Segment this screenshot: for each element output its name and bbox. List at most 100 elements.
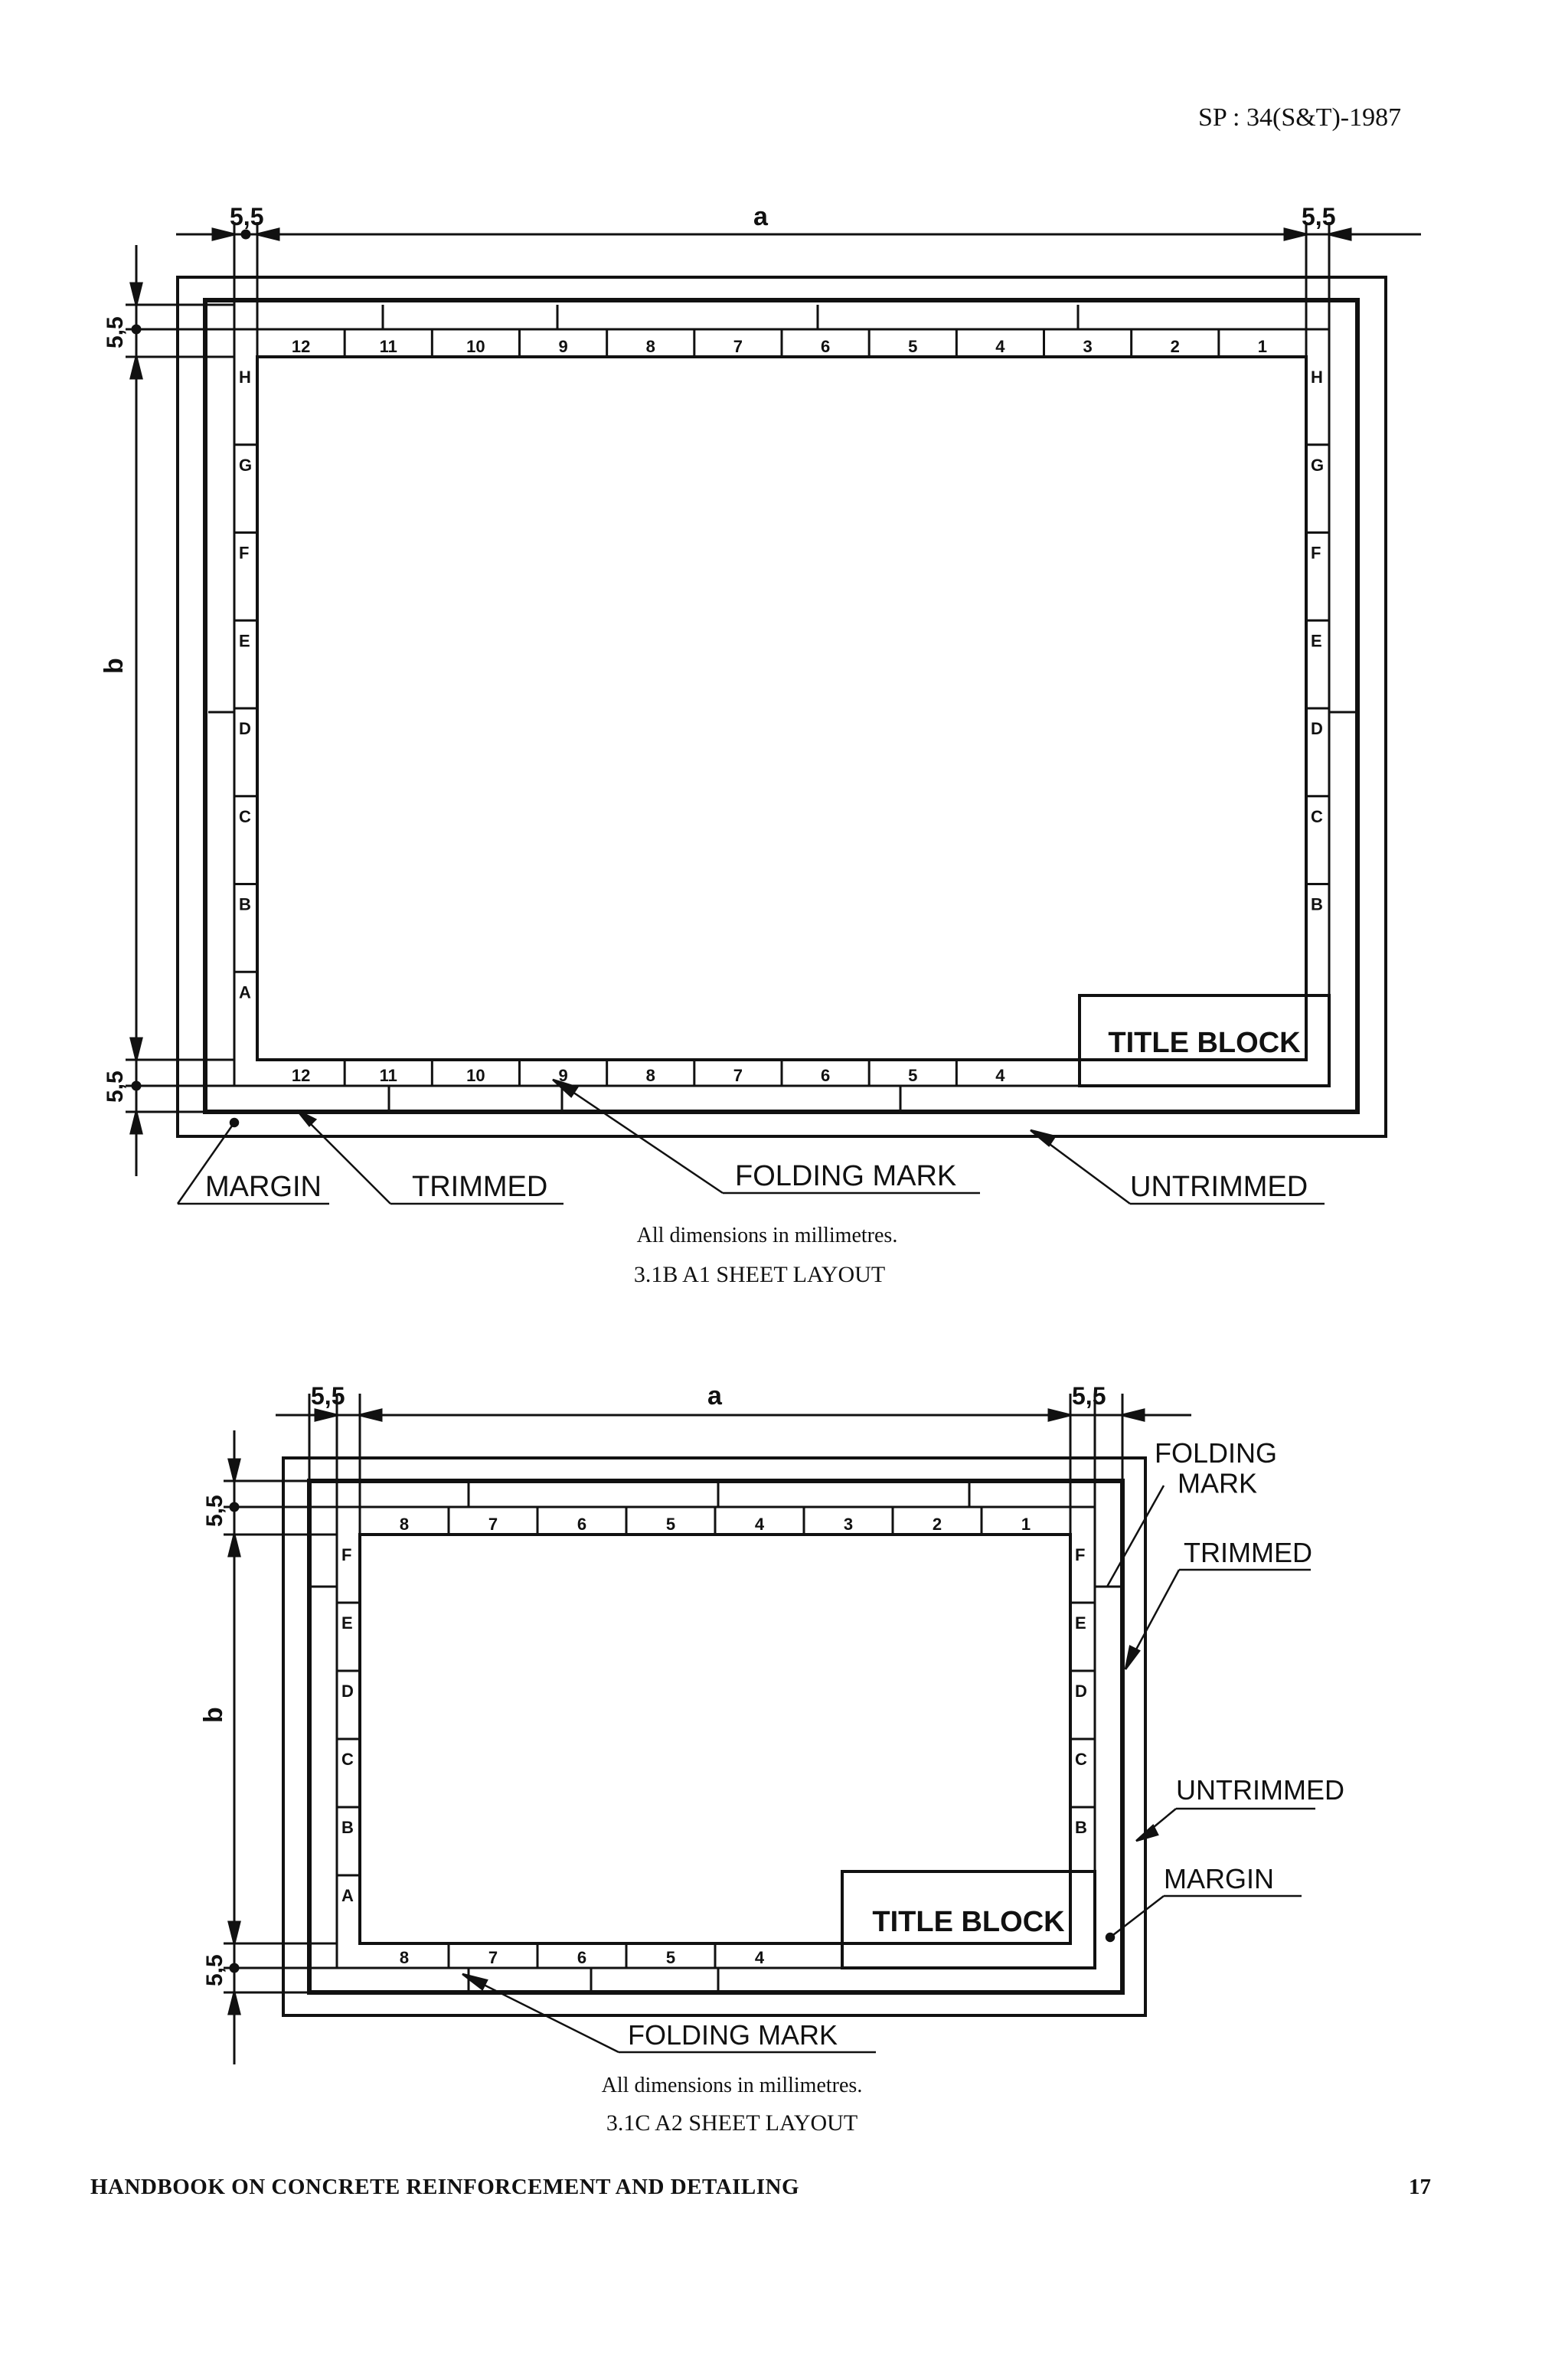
bottom-zone-ticks xyxy=(343,1060,958,1086)
label-untrimmed: UNTRIMMED xyxy=(1130,1171,1308,1203)
untrimmed-outline xyxy=(282,1456,1147,2017)
dim-top-left: 5,5 xyxy=(230,203,263,230)
zone-strip-left xyxy=(309,1507,338,1968)
zone-number: 8 xyxy=(646,337,655,356)
zone-letter: E xyxy=(1311,631,1322,650)
figure-caption: 3.1C A2 SHEET LAYOUT xyxy=(606,2110,858,2136)
top-zone-ticks xyxy=(343,329,1220,357)
zone-number: 11 xyxy=(380,337,397,356)
zone-number: 5 xyxy=(908,1066,917,1085)
figure-caption: 3.1B A1 SHEET LAYOUT xyxy=(634,1262,885,1287)
zone-number: 5 xyxy=(908,337,917,356)
title-block-label: TITLE BLOCK xyxy=(1108,1027,1301,1059)
untrimmed-outline xyxy=(176,276,1387,1138)
page-number: 17 xyxy=(1409,2175,1431,2199)
zone-letter: F xyxy=(341,1545,351,1564)
zone-letter: G xyxy=(239,456,252,475)
label-trimmed: TRIMMED xyxy=(412,1171,547,1203)
zone-strip-bottom xyxy=(335,1943,842,1992)
zone-letter: H xyxy=(1311,368,1323,387)
right-zone-ticks xyxy=(1070,1601,1095,1809)
dim-top-left: 5,5 xyxy=(311,1382,345,1410)
bottom-zone-ticks xyxy=(447,1943,717,1968)
zone-letter: H xyxy=(239,368,251,387)
title-block-label: TITLE BLOCK xyxy=(872,1906,1065,1938)
zone-letter: D xyxy=(239,719,251,738)
zone-letter: A xyxy=(341,1886,354,1905)
dim-top-right: 5,5 xyxy=(1302,203,1335,230)
zone-letter: B xyxy=(1075,1818,1087,1837)
zone-letter: D xyxy=(341,1682,354,1701)
zone-number: 10 xyxy=(466,337,485,356)
zone-letter: B xyxy=(239,895,251,914)
title-block xyxy=(1078,994,1331,1087)
zone-letter: G xyxy=(1311,456,1324,475)
width-dimension xyxy=(276,1394,1191,1535)
zone-number: 4 xyxy=(995,1066,1005,1085)
dim-height-b: b xyxy=(199,1707,228,1723)
zone-letter: B xyxy=(1311,895,1323,914)
zone-number: 12 xyxy=(292,1066,310,1085)
zone-number: 4 xyxy=(755,1948,765,1967)
footer-title: HANDBOOK ON CONCRETE REINFORCEMENT AND D… xyxy=(90,2175,800,2199)
zone-number: 12 xyxy=(292,337,310,356)
right-zone-ticks xyxy=(1306,443,1329,885)
zone-letter: D xyxy=(1311,719,1323,738)
label-margin: MARGIN xyxy=(205,1171,322,1203)
top-zone-ticks xyxy=(447,1507,983,1535)
zone-number: 6 xyxy=(577,1515,586,1534)
label-trimmed: TRIMMED xyxy=(1184,1537,1312,1568)
zone-number: 6 xyxy=(821,337,830,356)
zone-letter: F xyxy=(1311,544,1321,563)
dim-left-bottom: 5,5 xyxy=(202,1954,227,1986)
left-zone-ticks xyxy=(337,1601,360,1877)
document-code: SP : 34(S&T)-1987 xyxy=(1198,103,1402,132)
zone-letter: F xyxy=(1075,1545,1085,1564)
zone-letter: C xyxy=(239,807,251,826)
zone-number: 3 xyxy=(1083,337,1092,356)
zone-letter: E xyxy=(239,631,250,650)
label-untrimmed: UNTRIMMED xyxy=(1176,1774,1344,1806)
zone-strip-right xyxy=(1328,357,1355,995)
dim-left-bottom: 5,5 xyxy=(103,1070,128,1103)
label-folding-mark-bottom: FOLDING MARK xyxy=(628,2019,838,2051)
drawing-frame xyxy=(358,1533,1072,1945)
label-leaders xyxy=(462,1485,1315,2054)
zone-number: 5 xyxy=(666,1515,675,1534)
zone-number: 9 xyxy=(558,337,567,356)
width-dimension xyxy=(176,222,1421,357)
zone-letter: C xyxy=(1075,1750,1087,1769)
zone-number: 8 xyxy=(400,1515,409,1534)
left-zone-letters: H G F E D C B A xyxy=(239,368,252,1002)
title-block xyxy=(841,1870,1096,1969)
zone-letter: A xyxy=(239,982,251,1002)
zone-number: 6 xyxy=(821,1066,830,1085)
zone-letter: D xyxy=(1075,1682,1087,1701)
zone-number: 7 xyxy=(488,1515,498,1534)
dim-left-top: 5,5 xyxy=(103,316,128,348)
zone-number: 9 xyxy=(558,1066,567,1085)
height-dimension xyxy=(224,1430,337,2064)
zone-letter: F xyxy=(239,544,249,563)
zone-strip-right xyxy=(1093,1535,1122,1871)
zone-number: 1 xyxy=(1021,1515,1031,1534)
zone-letter: C xyxy=(341,1750,354,1769)
zone-number: 1 xyxy=(1258,337,1267,356)
zone-number: 3 xyxy=(844,1515,853,1534)
dim-left-top: 5,5 xyxy=(202,1495,227,1527)
zone-number: 2 xyxy=(1171,337,1180,356)
left-zone-ticks xyxy=(234,443,257,973)
zone-number: 4 xyxy=(755,1515,765,1534)
trimmed-outline xyxy=(203,298,1360,1114)
zone-number: 7 xyxy=(733,337,743,356)
height-dimension xyxy=(126,245,234,1176)
